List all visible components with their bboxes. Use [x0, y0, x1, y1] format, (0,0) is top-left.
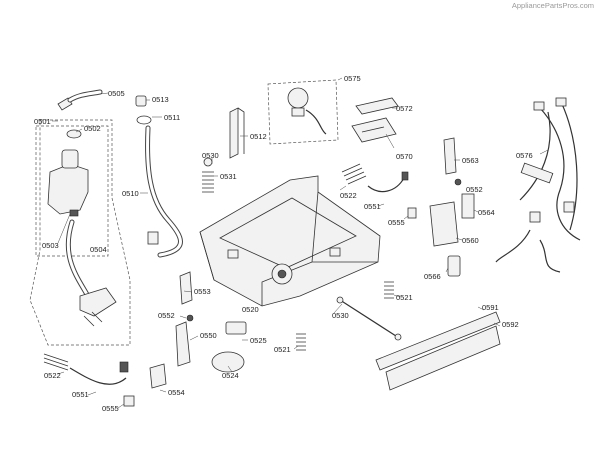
bracket-0560 [429, 201, 459, 247]
label-0530-bottom: 0530 [332, 311, 349, 320]
bracket-0512 [229, 107, 239, 159]
label-0576: 0576 [516, 151, 533, 160]
harness-0576 [495, 97, 581, 273]
float-0566 [447, 255, 461, 277]
plate-0592 [385, 325, 501, 391]
label-0554: 0554 [168, 388, 185, 397]
label-0570: 0570 [396, 152, 413, 161]
washer-0502 [66, 129, 82, 139]
leader-lines [52, 77, 549, 409]
bracket-0554 [149, 363, 167, 389]
label-0555-right: 0555 [388, 218, 405, 227]
hose-end [147, 231, 159, 245]
clamp-0511 [136, 115, 152, 125]
label-0551-right: 0551 [364, 202, 381, 211]
label-0551-left: 0551 [72, 390, 89, 399]
label-0530-top: 0530 [202, 151, 219, 160]
label-0555-left: 0555 [102, 404, 119, 413]
screw-0521-bottom [296, 333, 306, 351]
label-0572: 0572 [396, 104, 413, 113]
clip-0555-right [407, 207, 417, 219]
pump-group-0575 [267, 79, 339, 145]
part-labels: 0501 0502 0503 0504 0505 0510 0511 0512 … [34, 74, 533, 413]
label-0501: 0501 [34, 117, 51, 126]
bracket-0563 [443, 137, 457, 175]
label-0522-right: 0522 [340, 191, 357, 200]
cap-0513 [135, 95, 147, 107]
switch-0564 [461, 193, 475, 219]
label-0552-left: 0552 [158, 311, 175, 320]
label-0512: 0512 [250, 132, 267, 141]
pump-motor [287, 87, 309, 109]
label-0550: 0550 [200, 331, 217, 340]
label-0524: 0524 [222, 371, 239, 380]
inlet-valve-group [29, 119, 131, 346]
label-0575: 0575 [344, 74, 361, 83]
fitting-0503 [69, 209, 79, 217]
clip-0555-left [123, 395, 135, 407]
drain-hose-group [135, 95, 183, 258]
label-0520: 0520 [242, 305, 259, 314]
disc-0524 [211, 351, 245, 373]
wire-0530 [339, 299, 397, 337]
valve-cap [61, 149, 79, 169]
label-0525: 0525 [250, 336, 267, 345]
fill-connector [79, 287, 117, 317]
label-0592: 0592 [502, 320, 519, 329]
wire-0551-left [69, 367, 127, 385]
hose-fitting-0505 [57, 89, 103, 111]
bracket-0550 [175, 321, 191, 367]
sensor-0551-left [119, 361, 129, 373]
screw-0552-left [186, 314, 194, 322]
label-0521-bottom: 0521 [274, 345, 291, 354]
label-0505: 0505 [108, 89, 125, 98]
watermark: AppliancePartsPros.com [511, 1, 594, 10]
sensor-0551 [401, 171, 409, 181]
spring-0531 [202, 171, 214, 193]
label-0560: 0560 [462, 236, 479, 245]
label-0503: 0503 [42, 241, 59, 250]
label-0591: 0591 [482, 303, 499, 312]
label-0513: 0513 [152, 95, 169, 104]
housing-0570 [351, 117, 397, 143]
bracket-0553 [179, 271, 193, 305]
plate-0591 [375, 311, 501, 371]
spring-0522-right [341, 163, 367, 185]
spring-0522-left [43, 353, 69, 371]
label-0566: 0566 [424, 272, 441, 281]
group-outline-0501 [29, 119, 131, 346]
strip-0572 [355, 97, 399, 115]
label-0521-right: 0521 [396, 293, 413, 302]
clip-0525 [225, 321, 247, 335]
label-0504: 0504 [90, 245, 107, 254]
screw-0552-right [454, 178, 462, 186]
label-0511: 0511 [164, 113, 180, 122]
wire-0551-right [367, 177, 405, 193]
label-0510: 0510 [122, 189, 139, 198]
group-outline-0503 [35, 125, 109, 257]
base-0520 [199, 175, 381, 307]
label-0552-right: 0552 [466, 185, 483, 194]
label-0502: 0502 [84, 124, 101, 133]
label-0553: 0553 [194, 287, 211, 296]
label-0522-left: 0522 [44, 371, 61, 380]
inlet-valve [47, 163, 89, 215]
label-0564: 0564 [478, 208, 495, 217]
label-0563: 0563 [462, 156, 479, 165]
screw-0521-right [384, 281, 394, 299]
label-0531: 0531 [220, 172, 237, 181]
